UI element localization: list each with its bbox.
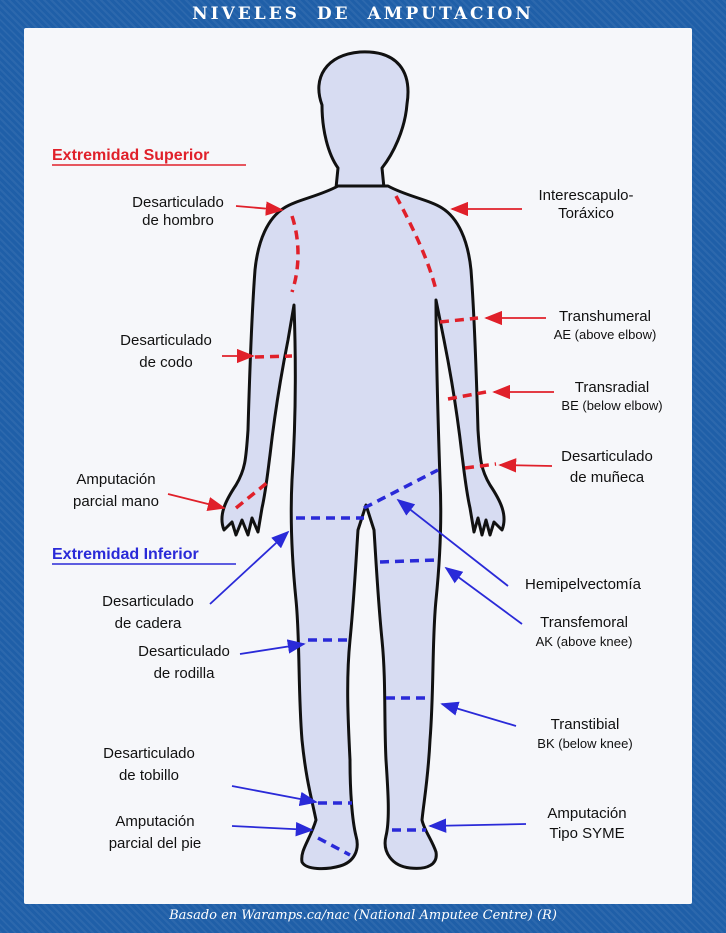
cut-transrad (447, 390, 487, 401)
upper-limb-arrows (167, 201, 554, 512)
svg-text:Desarticulado: Desarticulado (132, 194, 224, 211)
source-footer: Basado en Waramps.ca/nac (National Amput… (169, 908, 557, 923)
label-transtib: Transtibial BK (below knee) (537, 716, 632, 751)
svg-text:Amputación: Amputación (115, 813, 194, 830)
section-lower: Extremidad Inferior (52, 546, 199, 563)
svg-text:de rodilla: de rodilla (154, 665, 216, 682)
label-mano: Amputación parcial mano (73, 471, 159, 510)
label-transhum: Transhumeral AE (above elbow) (554, 308, 657, 342)
label-syme: Amputación Tipo SYME (547, 805, 626, 842)
cut-pie (317, 836, 351, 857)
label-cadera: Desarticulado de cadera (102, 593, 194, 632)
label-hombro: Desarticulado de hombro (132, 194, 224, 229)
svg-text:de tobillo: de tobillo (119, 767, 179, 784)
label-intersc: Interescapulo- Toráxico (538, 187, 633, 222)
cut-hombro (290, 215, 300, 293)
label-muneca: Desarticulado de muñeca (561, 448, 653, 486)
label-codo: Desarticulado de codo (120, 332, 212, 371)
svg-text:Desarticulado: Desarticulado (561, 448, 653, 465)
label-transrad: Transradial BE (below elbow) (561, 379, 662, 413)
body-silhouette (220, 50, 506, 871)
lower-limb-arrows (209, 498, 527, 837)
svg-text:Transtibial: Transtibial (551, 716, 620, 733)
svg-text:de hombro: de hombro (142, 212, 214, 229)
labels: Desarticulado de hombro Interescapulo- T… (73, 187, 663, 852)
label-pie: Amputación parcial del pie (109, 813, 202, 852)
cut-intersc (394, 195, 438, 291)
page-title: NIVELES DE AMPUTACION (192, 4, 534, 24)
upper-limb-cut-lines (234, 195, 497, 510)
svg-text:AK (above knee): AK (above knee) (536, 634, 633, 649)
cut-transfem (379, 558, 437, 564)
svg-text:Hemipelvectomía: Hemipelvectomía (525, 576, 642, 593)
svg-text:Transhumeral: Transhumeral (559, 308, 651, 325)
head (317, 50, 410, 190)
svg-text:BK (below knee): BK (below knee) (537, 736, 632, 751)
cut-muneca (464, 462, 497, 470)
svg-text:Toráxico: Toráxico (558, 205, 614, 222)
cut-transhum (439, 316, 479, 324)
svg-text:Transfemoral: Transfemoral (540, 614, 628, 631)
svg-text:Interescapulo-: Interescapulo- (538, 187, 633, 204)
svg-text:Desarticulado: Desarticulado (120, 332, 212, 349)
svg-text:parcial mano: parcial mano (73, 493, 159, 510)
svg-text:AE (above elbow): AE (above elbow) (554, 327, 657, 342)
svg-text:Tipo SYME: Tipo SYME (549, 825, 624, 842)
svg-text:de codo: de codo (139, 354, 192, 371)
svg-text:Desarticulado: Desarticulado (138, 643, 230, 660)
svg-text:parcial del pie: parcial del pie (109, 835, 202, 852)
svg-text:de cadera: de cadera (115, 615, 182, 632)
svg-text:de muñeca: de muñeca (570, 469, 645, 486)
torso-and-legs (220, 184, 506, 871)
label-transfem: Transfemoral AK (above knee) (536, 614, 633, 649)
label-hemi: Hemipelvectomía (525, 576, 642, 593)
lower-limb-cut-lines (296, 468, 439, 857)
label-tobillo: Desarticulado de tobillo (103, 745, 195, 784)
svg-text:Amputación: Amputación (76, 471, 155, 488)
svg-text:Desarticulado: Desarticulado (103, 745, 195, 762)
cut-mano (234, 480, 270, 510)
label-rodilla: Desarticulado de rodilla (138, 643, 230, 682)
svg-text:Transradial: Transradial (575, 379, 649, 396)
svg-text:Desarticulado: Desarticulado (102, 593, 194, 610)
svg-text:Amputación: Amputación (547, 805, 626, 822)
svg-text:BE (below elbow): BE (below elbow) (561, 398, 662, 413)
section-upper: Extremidad Superior (52, 147, 209, 164)
cut-codo (254, 354, 293, 359)
